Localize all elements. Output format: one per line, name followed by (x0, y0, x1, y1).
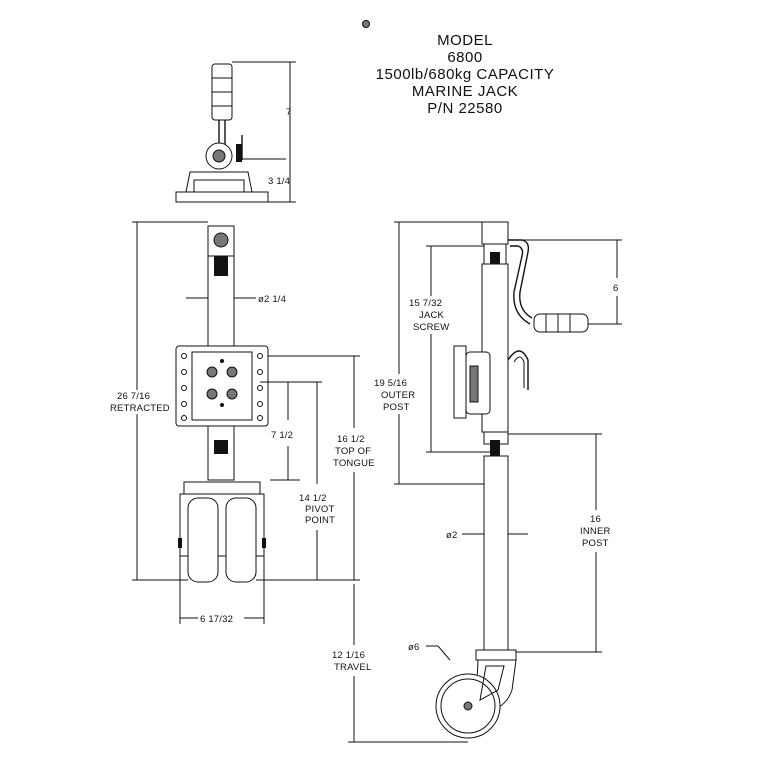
dim-screw-label-1: JACK (419, 310, 445, 321)
front-view-dimensions: 26 7/16 RETRACTED ø2 1/4 7 1/2 14 1/2 PI… (110, 221, 468, 743)
top-view-base-plate (175, 191, 269, 203)
dim-wheel-width: 6 17/32 (200, 614, 233, 625)
registration-dot (362, 20, 370, 28)
side-view-crank-handle (533, 313, 589, 333)
dim-crank-length: 6 (613, 283, 618, 294)
dim-wheel-diameter: ø6 (408, 642, 420, 653)
dim-travel-value: 12 1/16 (332, 650, 365, 661)
side-view-inner-post (483, 455, 509, 653)
dim-pivot-value: 14 1/2 (299, 493, 327, 504)
title-model-number: 6800 (447, 49, 483, 66)
top-view (175, 63, 286, 203)
dim-outer-label-2: POST (383, 402, 410, 413)
title-product-name: MARINE JACK (411, 83, 519, 100)
drawing-title-block: MODEL 6800 1500lb/680kg CAPACITY MARINE … (330, 32, 600, 117)
side-view (435, 221, 589, 739)
dim-screw-value: 15 7/32 (409, 298, 442, 309)
top-view-dimensions: 7 3 1/4 (232, 61, 296, 203)
front-view-wheel-left (187, 497, 219, 583)
title-part-number: P/N 22580 (427, 100, 503, 117)
dim-inner-label-2: POST (582, 538, 609, 549)
dim-inner-label-1: INNER (580, 526, 611, 537)
dim-tongue-label-1: TOP OF (335, 446, 371, 457)
side-view-crank-arm (508, 239, 533, 319)
front-view (175, 225, 269, 583)
dim-outer-value: 19 5/16 (374, 378, 407, 389)
dim-bolt-spacing: 7 1/2 (271, 430, 293, 441)
dim-tongue-value: 16 1/2 (337, 434, 365, 445)
dim-pivot-label-2: POINT (305, 515, 335, 526)
dim-tube-diameter: ø2 1/4 (258, 294, 286, 305)
dim-retracted-value: 26 7/16 (117, 391, 150, 402)
dim-inner-value: 16 (590, 514, 601, 525)
front-view-wheel-right (225, 497, 257, 583)
side-view-dimensions: 19 5/16 OUTER POST 15 7/32 JACK SCREW 6 … (374, 221, 622, 661)
dim-tongue-label-2: TONGUE (333, 458, 375, 469)
title-capacity: 1500lb/680kg CAPACITY (375, 66, 555, 83)
dim-outer-label-1: OUTER (381, 390, 415, 401)
dim-inner-diameter: ø2 (446, 530, 458, 541)
dim-screw-label-2: SCREW (413, 322, 449, 333)
dim-pivot-label-1: PIVOT (305, 504, 335, 515)
dim-handle-height: 7 (286, 107, 291, 118)
title-model: MODEL (437, 32, 493, 49)
dim-base-height: 3 1/4 (268, 176, 290, 187)
dim-travel-label: TRAVEL (334, 662, 371, 673)
dim-retracted-label: RETRACTED (110, 403, 170, 414)
